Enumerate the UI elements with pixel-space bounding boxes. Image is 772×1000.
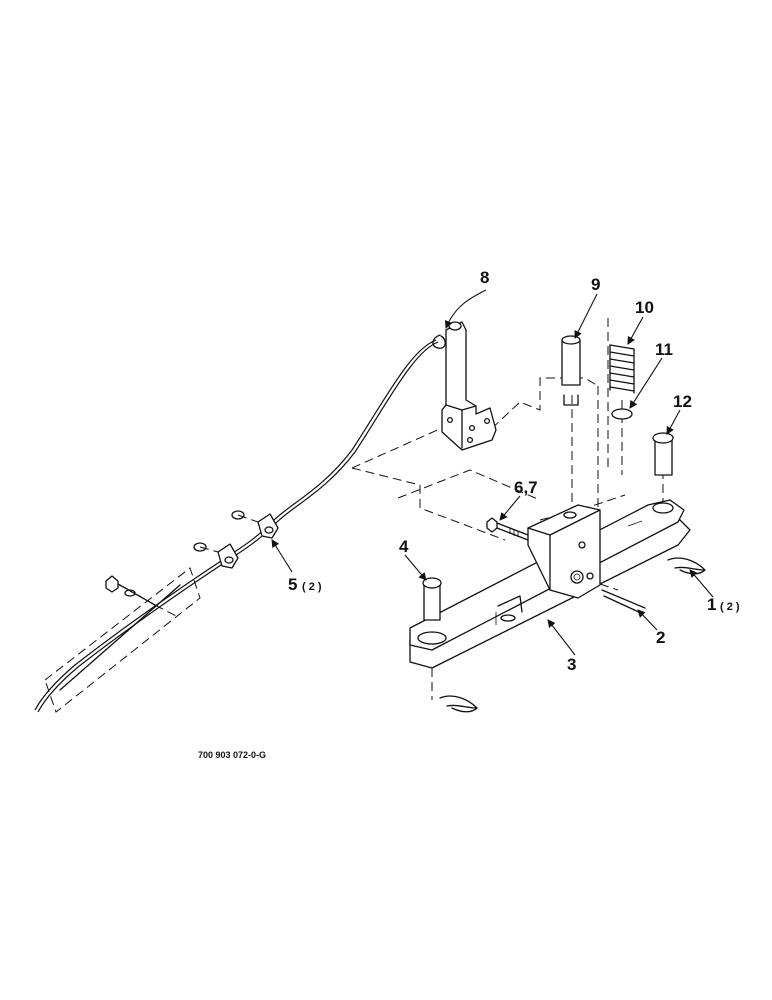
bolt: [486, 517, 529, 541]
callout-1: 1: [707, 595, 716, 614]
mounting-bracket: [527, 504, 601, 599]
pin: [561, 335, 581, 406]
callout-2: 2: [656, 628, 665, 647]
callout-11: 11: [655, 340, 673, 359]
drawing-code: 700 903 072-0-G: [198, 750, 266, 760]
roll-pin: [599, 583, 646, 615]
lever-arm: [432, 321, 497, 451]
callout-5-qty: ( 2 ): [302, 581, 322, 593]
control-cable: [34, 339, 439, 713]
callout-labels: 8 9 10 11 12 6,7 4 5 ( 2 ) 1 ( 2 ) 2 3: [288, 268, 740, 674]
callout-4: 4: [399, 537, 409, 556]
callout-1-qty: ( 2 ): [720, 601, 740, 613]
hair-pin-right: [667, 557, 706, 575]
washer: [611, 408, 633, 420]
callout-8: 8: [480, 268, 489, 287]
leader-lines: [271, 289, 714, 656]
clevis-pin-right: [652, 432, 674, 476]
callout-6-7: 6,7: [514, 478, 538, 497]
callout-9: 9: [591, 275, 600, 294]
clevis-pin-left: [422, 577, 442, 621]
cable-clamps: [193, 510, 279, 569]
mounting-plate: [44, 567, 201, 713]
callout-3: 3: [567, 655, 576, 674]
callout-5: 5: [288, 575, 297, 594]
assembly-outline: [351, 318, 664, 700]
callout-12: 12: [673, 392, 692, 411]
spring: [609, 344, 635, 394]
callout-10: 10: [635, 298, 654, 317]
hair-pin-left: [439, 695, 478, 713]
